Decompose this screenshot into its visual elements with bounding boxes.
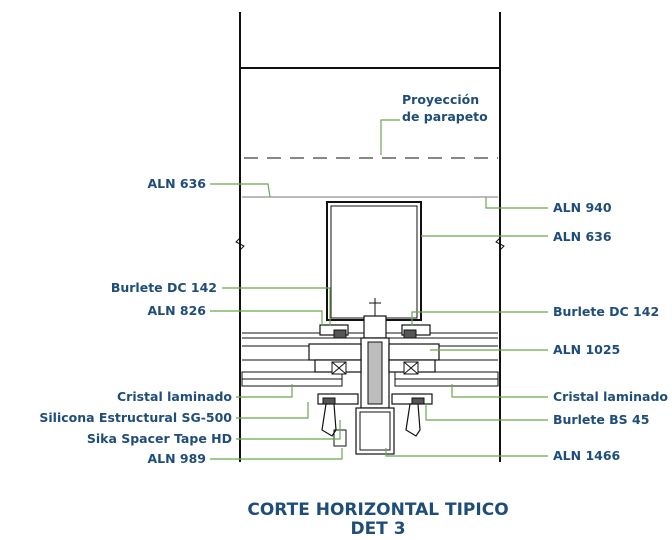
label-aln1025: ALN 1025 <box>553 342 620 357</box>
label-burlete-dc142-left: Burlete DC 142 <box>111 280 217 295</box>
leader-burlete-bs45 <box>425 404 548 421</box>
leader-silicona <box>236 402 309 419</box>
wall-outline <box>235 12 505 462</box>
label-aln989: ALN 989 <box>147 451 206 466</box>
label-sika: Sika Spacer Tape HD <box>87 431 232 446</box>
leader-lines <box>210 119 548 460</box>
central-mullion-profile <box>355 298 395 455</box>
leader-aln1466 <box>385 448 548 457</box>
drawing-title: CORTE HORIZONTAL TIPICO DET 3 <box>247 500 508 539</box>
label-aln940: ALN 940 <box>553 200 612 215</box>
leader-proyeccion <box>380 119 400 155</box>
leader-cristal-left <box>236 384 293 398</box>
label-burlete-dc142-right: Burlete DC 142 <box>553 304 659 319</box>
leader-cristal-right <box>451 384 548 398</box>
label-aln826: ALN 826 <box>147 303 206 318</box>
laminated-glass-right <box>394 371 499 387</box>
label-aln636-left: ALN 636 <box>147 176 206 191</box>
label-silicona: Silicona Estructural SG-500 <box>39 410 232 425</box>
labels: Proyección de parapeto ALN 636 ALN 940 A… <box>39 92 668 466</box>
label-aln1466: ALN 1466 <box>553 448 621 463</box>
title-line2: DET 3 <box>350 519 405 539</box>
title-line1: CORTE HORIZONTAL TIPICO <box>247 500 508 520</box>
leader-sika <box>236 420 341 440</box>
leader-aln940 <box>485 197 548 209</box>
label-cristal-left: Cristal laminado <box>117 389 232 404</box>
label-proyeccion-line2: de parapeto <box>402 109 488 124</box>
laminated-glass-left <box>241 371 343 387</box>
label-proyeccion-line1: Proyección <box>402 92 479 107</box>
right-frame-pieces <box>388 324 440 437</box>
leader-burlete-dc142-left <box>222 287 331 326</box>
leader-aln989 <box>210 448 343 460</box>
leader-aln636-left <box>210 183 271 198</box>
leader-aln826 <box>210 310 323 326</box>
label-cristal-right: Cristal laminado <box>553 389 668 404</box>
label-burlete-bs45: Burlete BS 45 <box>553 412 649 427</box>
leader-burlete-dc142-right <box>411 311 548 326</box>
left-frame-pieces <box>308 324 362 447</box>
mullion-tube <box>326 201 422 321</box>
label-aln636-right: ALN 636 <box>553 229 612 244</box>
